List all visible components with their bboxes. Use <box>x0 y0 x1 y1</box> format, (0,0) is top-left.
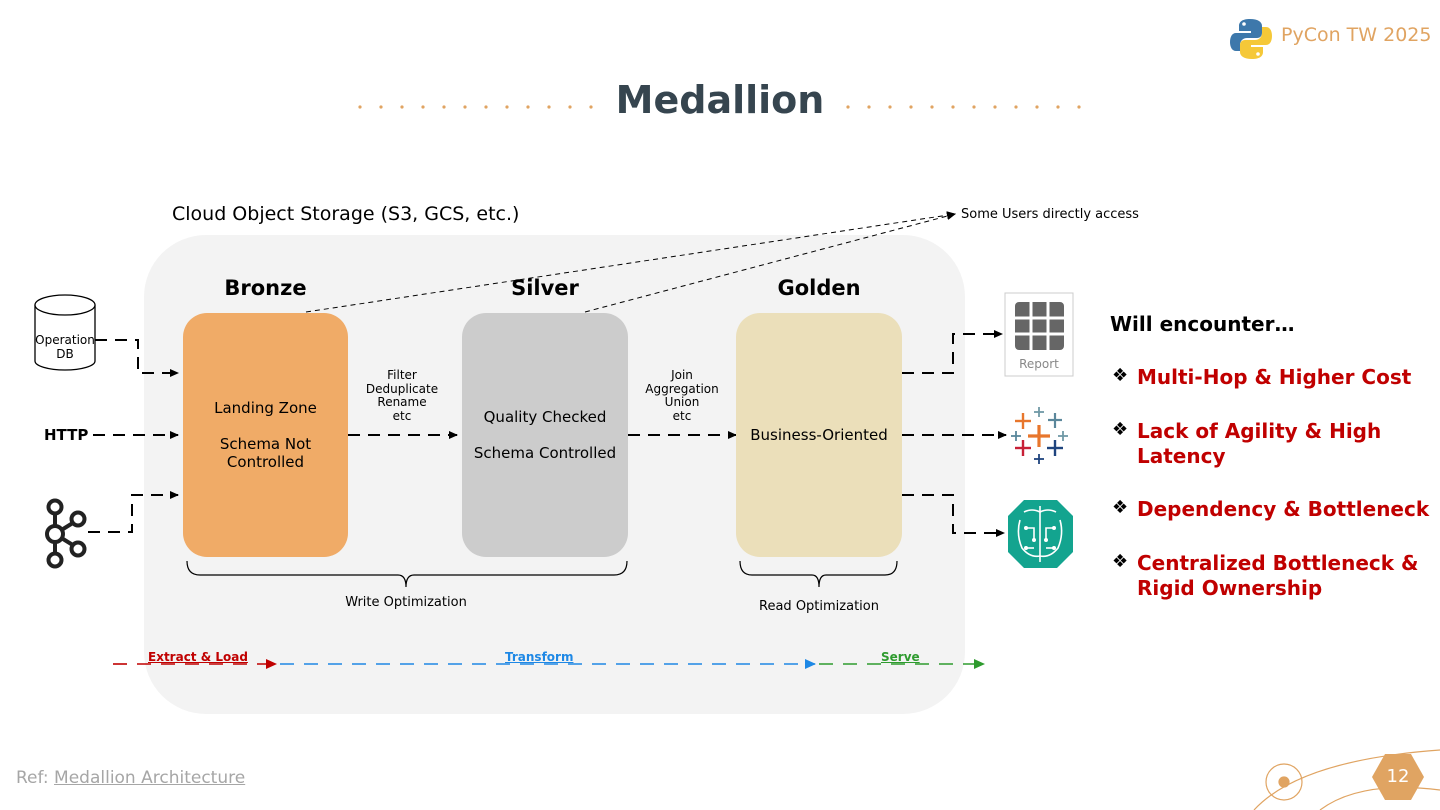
silver-golden-steps: Join Aggregation Union etc <box>645 368 719 423</box>
page-number-badge <box>1372 754 1424 800</box>
direct-access-label: Some Users directly access <box>961 207 1139 222</box>
storage-label: Cloud Object Storage (S3, GCS, etc.) <box>172 203 520 225</box>
direct-access-line-bronze <box>305 211 956 313</box>
kafka-icon <box>45 498 87 569</box>
diamond-bullet-icon: ❖ <box>1112 497 1129 518</box>
report-icon <box>1004 292 1074 377</box>
page-title: Medallion <box>615 78 825 122</box>
silver-title: Silver <box>511 276 579 300</box>
golden-report-connector <box>902 330 1003 374</box>
http-label: HTTP <box>44 426 89 444</box>
issue-item: ❖ Dependency & Bottleneck <box>1112 497 1430 521</box>
golden-ml-connector <box>902 494 1005 537</box>
direct-access-line-silver <box>584 212 956 313</box>
reference: Ref: Medallion Architecture <box>16 768 246 788</box>
report-label: Report <box>1019 357 1059 371</box>
issue-item: ❖ Multi-Hop & Higher Cost <box>1112 365 1412 389</box>
read-optimization-label: Read Optimization <box>759 599 879 614</box>
golden-title: Golden <box>777 276 861 300</box>
bronze-title: Bronze <box>224 276 307 300</box>
golden-layer: Business-Oriented <box>736 313 902 557</box>
issue-item: ❖ Lack of Agility & High Latency <box>1112 419 1382 468</box>
kafka-connector <box>88 491 179 533</box>
python-logo-icon <box>1230 19 1272 59</box>
corner-decoration <box>1253 749 1440 810</box>
brand-text: PyCon TW 2025 <box>1281 24 1432 46</box>
ai-brain-icon <box>1008 500 1073 568</box>
database-icon <box>34 294 96 371</box>
title-dots-left <box>358 105 593 109</box>
title-dots-right <box>846 105 1081 109</box>
tableau-icon <box>1011 407 1068 464</box>
write-optimization-brace <box>186 560 628 588</box>
operation-db-connector <box>95 339 179 377</box>
read-optimization-brace <box>739 560 898 588</box>
extract-load-label: Extract & Load <box>148 650 248 664</box>
page-number: 12 <box>1386 766 1410 787</box>
bronze-silver-steps: Filter Deduplicate Rename etc <box>365 368 439 423</box>
reference-link[interactable]: Medallion Architecture <box>54 768 246 788</box>
bronze-layer: Landing Zone Schema Not Controlled <box>183 313 348 557</box>
silver-layer: Quality Checked Schema Controlled <box>462 313 628 557</box>
transform-label: Transform <box>505 650 574 664</box>
serve-label: Serve <box>881 650 920 664</box>
diamond-bullet-icon: ❖ <box>1112 551 1129 572</box>
diamond-bullet-icon: ❖ <box>1112 419 1129 440</box>
issues-heading: Will encounter… <box>1110 312 1295 336</box>
issue-item: ❖ Centralized Bottleneck & Rigid Ownersh… <box>1112 551 1419 600</box>
diamond-bullet-icon: ❖ <box>1112 365 1129 386</box>
write-optimization-label: Write Optimization <box>345 595 467 610</box>
